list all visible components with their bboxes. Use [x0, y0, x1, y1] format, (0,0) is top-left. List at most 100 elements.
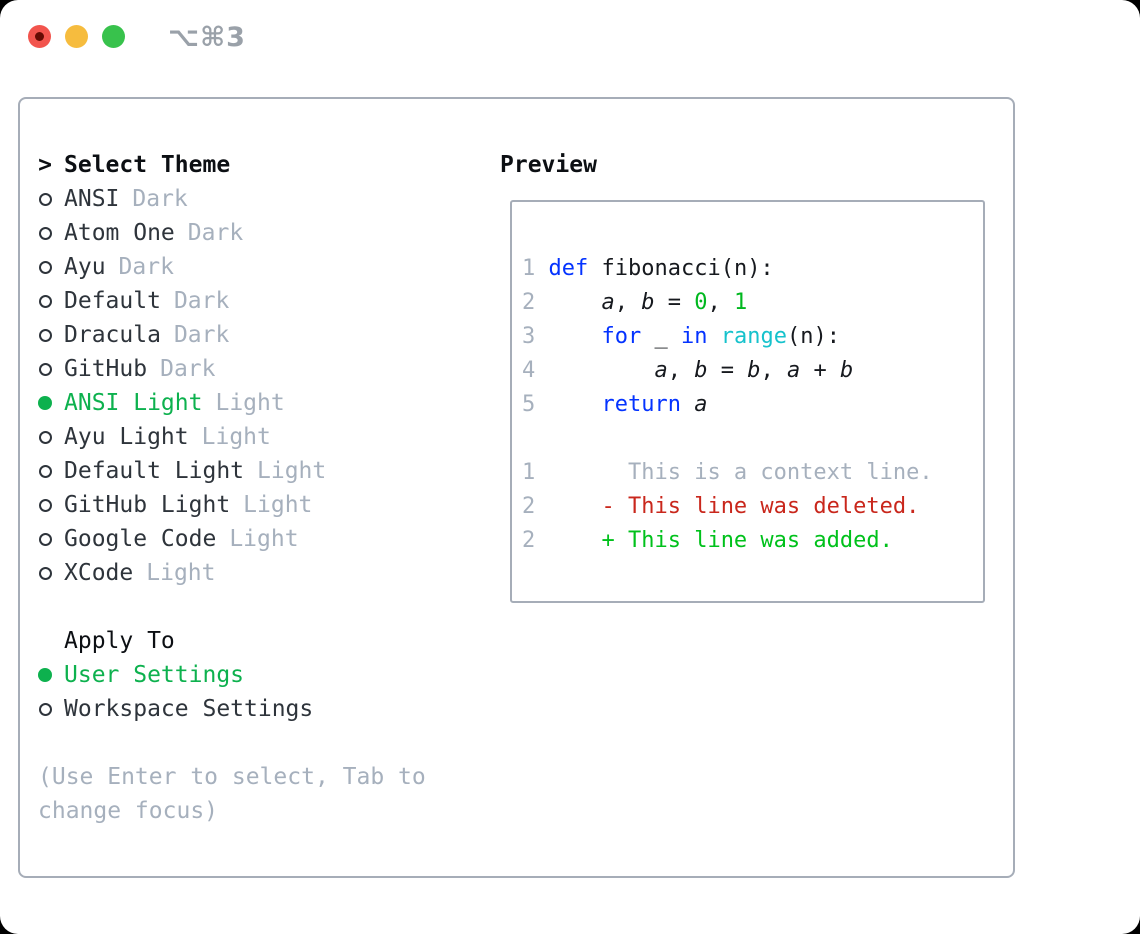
radio-circle [38, 464, 52, 478]
theme-name: Dracula [64, 322, 161, 348]
line-number: 5 [522, 392, 549, 417]
spacer [38, 590, 478, 624]
blank-line [522, 422, 973, 456]
theme-option-dracula[interactable]: Dracula Dark [38, 318, 478, 352]
theme-variant: Light [146, 560, 216, 586]
radio-icon [38, 532, 52, 546]
theme-name: Atom One [64, 220, 175, 246]
radio-icon [38, 260, 52, 274]
theme-name: Google Code [64, 526, 217, 552]
radio-icon [38, 430, 52, 444]
theme-name: Ayu [64, 254, 106, 280]
radio-circle [38, 260, 52, 274]
radio-circle [38, 362, 52, 376]
radio-selected-icon [38, 396, 52, 410]
theme-variant: Light [257, 458, 327, 484]
code-line: 2 a, b = 0, 1 [522, 290, 748, 315]
code-line: 2 - This line was deleted. [522, 494, 920, 519]
line-number: 3 [522, 324, 549, 349]
zoom-button[interactable] [102, 25, 125, 48]
theme-name: ANSI [64, 186, 120, 212]
preview-pane: 1 def fibonacci(n): 2 a, b = 0, 1 3 for _ … [510, 200, 985, 603]
line-number: 1 [522, 460, 549, 485]
theme-variant: Dark [160, 356, 216, 382]
code-line: 1 def fibonacci(n): [522, 256, 774, 281]
radio-icon [38, 362, 52, 376]
apply-option-label: Workspace Settings [64, 696, 314, 722]
theme-variant: Dark [173, 322, 230, 348]
theme-variant: Light [229, 526, 299, 552]
radio-circle [38, 430, 52, 444]
radio-circle [38, 226, 52, 240]
apply-option-workspace-settings[interactable]: Workspace Settings [38, 692, 478, 726]
theme-name: Default Light [64, 458, 245, 484]
apply-option-label: User Settings [64, 662, 245, 688]
apply-to-heading-row: Apply To [38, 624, 478, 658]
radio-icon [38, 192, 52, 206]
prompt-icon: > [38, 152, 52, 178]
theme-option-default[interactable]: Default Dark [38, 284, 478, 318]
radio-circle [38, 192, 52, 206]
apply-option-user-settings[interactable]: User Settings [38, 658, 478, 692]
radio-circle [38, 396, 52, 410]
theme-variant: Light [215, 390, 285, 416]
window-title: ⌥⌘3 [168, 22, 246, 53]
radio-icon [38, 294, 52, 308]
code-line: 4 a, b = b, a + b [522, 358, 854, 383]
radio-circle [38, 328, 52, 342]
radio-icon [38, 566, 52, 580]
preview-heading: Preview [500, 152, 597, 178]
theme-option-github[interactable]: GitHub Dark [38, 352, 478, 386]
theme-option-github-light[interactable]: GitHub Light Light [38, 488, 478, 522]
theme-name: XCode [64, 560, 134, 586]
radio-circle [38, 566, 52, 580]
theme-variant: Dark [118, 254, 174, 280]
minimize-button[interactable] [65, 25, 88, 48]
theme-variant: Dark [173, 288, 230, 314]
code-line: 1 This is a context line. [522, 460, 933, 485]
radio-icon [38, 498, 52, 512]
theme-option-xcode[interactable]: XCode Light [38, 556, 478, 590]
radio-icon [38, 328, 52, 342]
apply-to-heading: Apply To [64, 628, 175, 654]
theme-option-google-code[interactable]: Google Code Light [38, 522, 478, 556]
theme-name: Default [64, 288, 161, 314]
theme-variant: Light [243, 492, 313, 518]
line-number: 1 [522, 256, 549, 281]
traffic-lights [28, 25, 125, 48]
select-theme-heading-row: > Select Theme [38, 148, 478, 182]
theme-option-default-light[interactable]: Default Light Light [38, 454, 478, 488]
radio-circle [38, 702, 52, 716]
theme-option-ansi-light[interactable]: ANSI Light Light [38, 386, 478, 420]
radio-icon [38, 464, 52, 478]
radio-icon [38, 702, 52, 716]
titlebar[interactable]: ⌥⌘3 [0, 0, 1140, 72]
radio-icon [38, 226, 52, 240]
theme-name: GitHub [64, 356, 148, 382]
theme-option-ayu-light[interactable]: Ayu Light Light [38, 420, 478, 454]
theme-name: ANSI Light [64, 390, 203, 416]
theme-name: Ayu Light [64, 424, 189, 450]
line-number: 2 [522, 494, 549, 519]
radio-selected-icon [38, 668, 52, 682]
code-line: 3 for _ in range(n): [522, 324, 840, 349]
theme-option-ayu[interactable]: Ayu Dark [38, 250, 478, 284]
prompt-indicator: > [38, 152, 52, 178]
hint-text: (Use Enter to select, Tab to change focu… [38, 764, 426, 824]
close-button[interactable] [28, 25, 51, 48]
radio-circle [38, 668, 52, 682]
theme-option-ansi[interactable]: ANSI Dark [38, 182, 478, 216]
theme-variant: Dark [132, 186, 188, 212]
theme-name: GitHub Light [64, 492, 231, 518]
line-number: 4 [522, 358, 549, 383]
line-number: 2 [522, 528, 549, 553]
radio-circle [38, 294, 52, 308]
radio-circle [38, 532, 52, 546]
theme-variant: Light [201, 424, 271, 450]
code-line: 5 return a [522, 392, 708, 417]
